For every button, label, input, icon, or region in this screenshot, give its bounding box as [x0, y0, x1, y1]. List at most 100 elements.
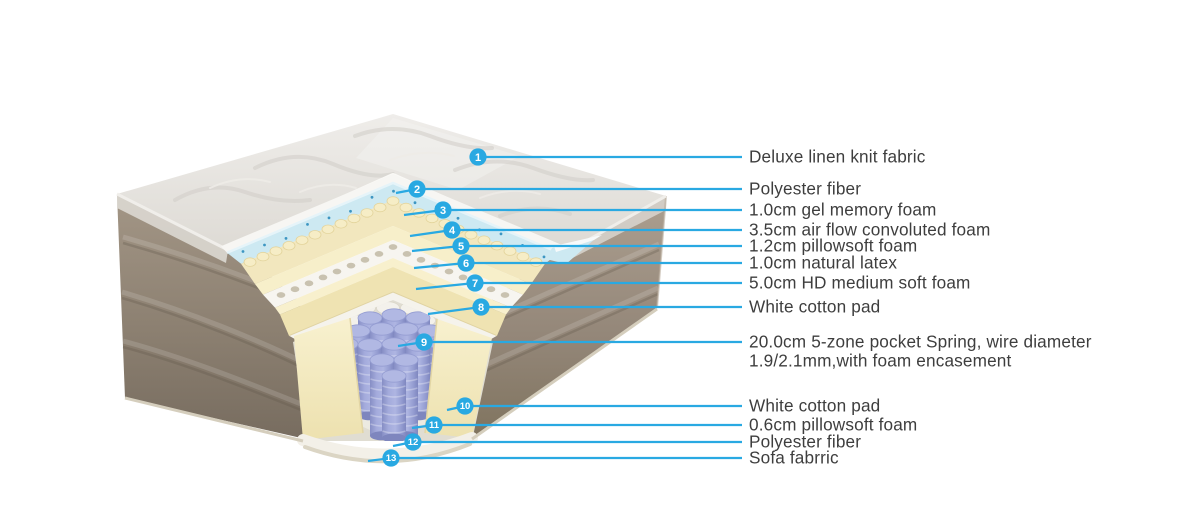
base-rim-right [471, 307, 658, 441]
latex-hole [388, 244, 398, 250]
mattress-illustration [116, 114, 667, 464]
top-fabric [117, 114, 666, 253]
layer-band-pillowsoft-foam [255, 226, 531, 295]
spring-rib [382, 412, 406, 416]
callout-label: Polyester fiber [749, 432, 861, 452]
spring-rib [382, 385, 406, 389]
spring-top-purple [369, 322, 395, 336]
convoluted-bump [269, 246, 283, 256]
callout-5: 5 1.2cm pillowsoft foam [411, 236, 917, 256]
spring-top-purple [357, 338, 383, 352]
callout-badge [472, 298, 490, 316]
gel-speckle [413, 201, 417, 205]
latex-hole [402, 251, 412, 257]
spring-top-purple [393, 322, 419, 336]
layer-band-natural-latex [263, 240, 523, 308]
gel-speckle [263, 243, 266, 247]
spring-body-purple [382, 376, 406, 438]
layer-band-hd-foam-face [280, 267, 506, 336]
callout-label: Sofa fabrric [749, 448, 839, 468]
callout-number: 6 [463, 258, 469, 270]
callout-number: 9 [421, 337, 427, 349]
callout-badge [404, 433, 422, 451]
latex-hole [500, 292, 510, 298]
top-fabric-swirls [173, 127, 595, 223]
spring-rib [382, 394, 406, 398]
callout-badge [382, 449, 400, 467]
top-fabric-edge-left [116, 192, 229, 252]
foam-encasement-right-edge [424, 318, 438, 434]
latex-hole [458, 274, 468, 281]
polyester-sheet-flap [554, 235, 602, 252]
top-fabric-swirls-light [209, 151, 541, 199]
callout-badge [443, 221, 461, 239]
spring-top-purple [405, 311, 431, 325]
convoluted-bump [464, 230, 478, 240]
foam-encasement-left [294, 318, 363, 440]
latex-hole [416, 256, 426, 263]
callout-number: 10 [460, 401, 471, 412]
callout-badge [415, 333, 433, 351]
convoluted-bump [282, 240, 296, 251]
convoluted-bump [347, 213, 361, 224]
callout-10: 10 White cotton pad [446, 396, 880, 416]
callout-badge [466, 274, 484, 292]
callout-badge [469, 148, 487, 166]
gel-speckle [306, 223, 309, 226]
callout-label: 0.6cm pillowsoft foam [749, 415, 917, 435]
latex-hole [486, 286, 496, 293]
gel-speckle [241, 250, 245, 253]
callout-label: 3.5cm air flow convoluted foam [749, 220, 990, 240]
callout-label: Polyester fiber [749, 179, 861, 199]
latex-hole [304, 280, 314, 287]
convoluted-bump [256, 251, 270, 262]
convoluted-bump [386, 196, 400, 206]
side-face-right [452, 196, 666, 436]
spring-top-purple [381, 308, 407, 322]
callout-label: 1.0cm natural latex [749, 253, 897, 273]
spring-rib [382, 430, 406, 434]
latex-hole [346, 262, 356, 269]
callout-label: 1.2cm pillowsoft foam [749, 236, 917, 256]
spring-top-purple [369, 353, 395, 367]
spring-top-purple [357, 311, 383, 325]
callout-9: 9 20.0cm 5-zone pocket Spring, wire diame… [397, 332, 1092, 371]
convoluted-bump [373, 202, 387, 213]
callout-badge [452, 237, 470, 255]
latex-hole [374, 251, 384, 257]
callout-label: 20.0cm 5-zone pocket Spring, wire diamet… [749, 332, 1092, 371]
convoluted-bump [334, 219, 348, 229]
callout-number: 7 [472, 278, 478, 290]
gel-speckle [392, 189, 395, 193]
gel-speckle [456, 216, 460, 220]
callout-label: Deluxe linen knit fabric [749, 147, 926, 167]
callout-number: 13 [386, 453, 397, 464]
latex-hole [360, 256, 370, 263]
foam-encasement-right [425, 319, 492, 438]
foam-encasement-left-edge [349, 317, 364, 434]
side-face-left-fabric-wrap [117, 194, 228, 263]
spring-top-purple [393, 353, 419, 367]
spring-rib [382, 403, 406, 407]
callout-label: White cotton pad [749, 297, 880, 317]
base-rim-left [124, 396, 304, 443]
latex-hole [444, 268, 454, 275]
callout-badge [457, 254, 475, 272]
callout-label: 1.0cm gel memory foam [749, 200, 937, 220]
spring-bottom [382, 433, 406, 441]
callout-number: 11 [429, 420, 440, 431]
callout-number: 5 [458, 241, 464, 253]
convoluted-bump [477, 235, 491, 245]
side-face-right-corner-edge [656, 195, 667, 309]
gel-speckle [542, 255, 546, 259]
callout-number: 12 [408, 437, 419, 448]
spring-rib [382, 421, 406, 425]
callout-label: White cotton pad [749, 396, 880, 416]
